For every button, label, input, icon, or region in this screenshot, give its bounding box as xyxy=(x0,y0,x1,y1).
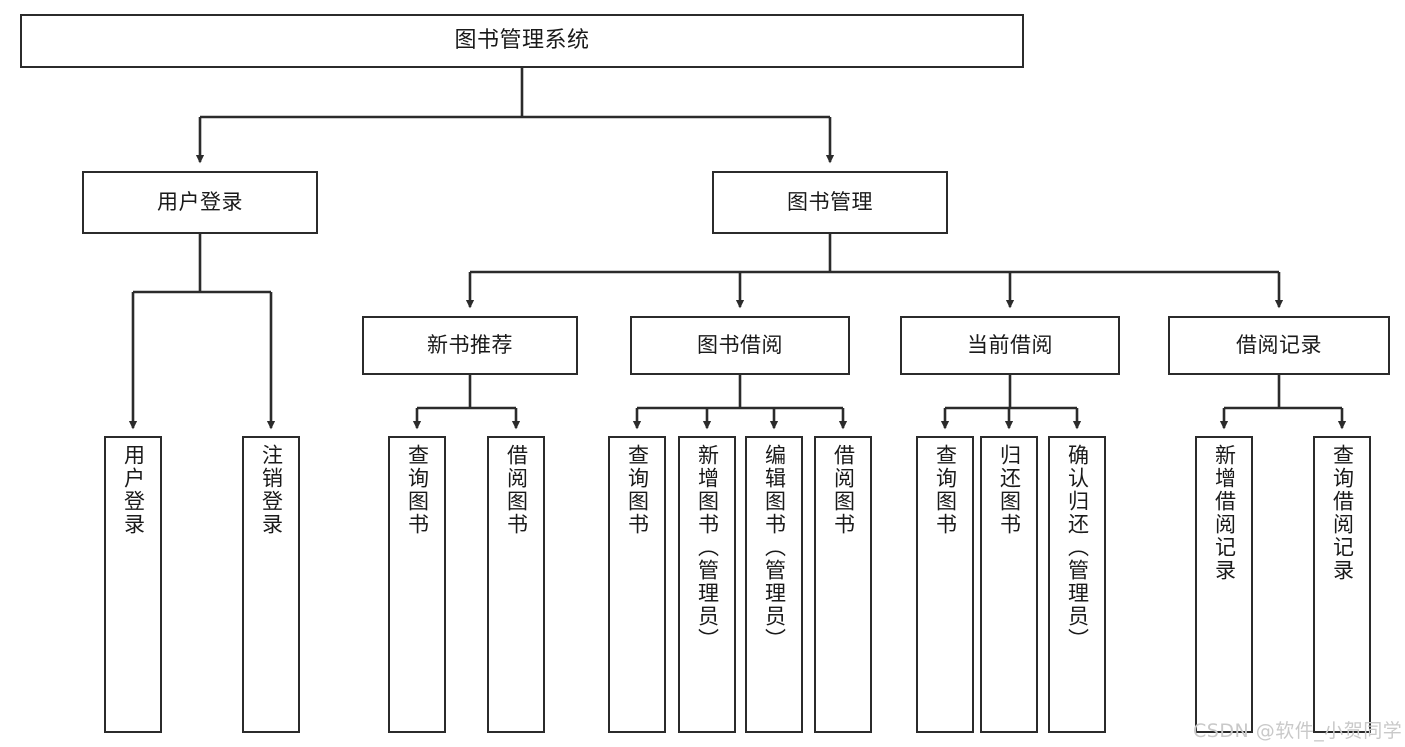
node-user-login-label: 用户登录 xyxy=(157,190,243,215)
node-book-manage-label: 图书管理 xyxy=(787,190,873,215)
node-leaf-add-book-admin-label: 新增图书（管理员） xyxy=(695,444,720,651)
node-leaf-borrow-book-rec-label: 借阅图书 xyxy=(504,444,529,536)
node-leaf-add-book-admin[interactable]: 新增图书（管理员） xyxy=(678,436,736,733)
node-leaf-borrow-book-rec[interactable]: 借阅图书 xyxy=(487,436,545,733)
node-leaf-edit-book-admin-label: 编辑图书（管理员） xyxy=(762,444,787,651)
node-new-book-rec-label: 新书推荐 xyxy=(427,333,513,358)
node-leaf-return-book[interactable]: 归还图书 xyxy=(980,436,1038,733)
node-leaf-query-book-current-label: 查询图书 xyxy=(933,444,958,536)
node-leaf-confirm-return-admin-label: 确认归还（管理员） xyxy=(1065,444,1090,651)
csdn-watermark: CSDN @软件_小贺同学 xyxy=(1193,720,1403,742)
node-leaf-query-book-rec-label: 查询图书 xyxy=(405,444,430,536)
node-user-login[interactable]: 用户登录 xyxy=(82,171,318,234)
node-book-borrow-label: 图书借阅 xyxy=(697,333,783,358)
node-new-book-rec[interactable]: 新书推荐 xyxy=(362,316,578,375)
node-book-borrow[interactable]: 图书借阅 xyxy=(630,316,850,375)
node-leaf-add-borrow-record[interactable]: 新增借阅记录 xyxy=(1195,436,1253,733)
node-leaf-edit-book-admin[interactable]: 编辑图书（管理员） xyxy=(745,436,803,733)
node-leaf-logout-label: 注销登录 xyxy=(259,444,284,536)
node-leaf-confirm-return-admin[interactable]: 确认归还（管理员） xyxy=(1048,436,1106,733)
node-book-manage[interactable]: 图书管理 xyxy=(712,171,948,234)
node-leaf-add-borrow-record-label: 新增借阅记录 xyxy=(1212,444,1237,582)
node-leaf-query-book-borrow[interactable]: 查询图书 xyxy=(608,436,666,733)
node-leaf-query-book-borrow-label: 查询图书 xyxy=(625,444,650,536)
node-leaf-borrow-book-label: 借阅图书 xyxy=(831,444,856,536)
node-leaf-query-book-rec[interactable]: 查询图书 xyxy=(388,436,446,733)
node-leaf-query-borrow-record[interactable]: 查询借阅记录 xyxy=(1313,436,1371,733)
node-leaf-user-login-label: 用户登录 xyxy=(121,444,146,536)
node-current-borrow-label: 当前借阅 xyxy=(967,333,1053,358)
node-root[interactable]: 图书管理系统 xyxy=(20,14,1024,68)
node-borrow-record[interactable]: 借阅记录 xyxy=(1168,316,1390,375)
node-leaf-query-borrow-record-label: 查询借阅记录 xyxy=(1330,444,1355,582)
node-borrow-record-label: 借阅记录 xyxy=(1236,333,1322,358)
node-leaf-borrow-book[interactable]: 借阅图书 xyxy=(814,436,872,733)
node-leaf-logout[interactable]: 注销登录 xyxy=(242,436,300,733)
node-leaf-return-book-label: 归还图书 xyxy=(997,444,1022,536)
node-leaf-query-book-current[interactable]: 查询图书 xyxy=(916,436,974,733)
node-root-label: 图书管理系统 xyxy=(454,28,590,54)
node-current-borrow[interactable]: 当前借阅 xyxy=(900,316,1120,375)
node-leaf-user-login[interactable]: 用户登录 xyxy=(104,436,162,733)
